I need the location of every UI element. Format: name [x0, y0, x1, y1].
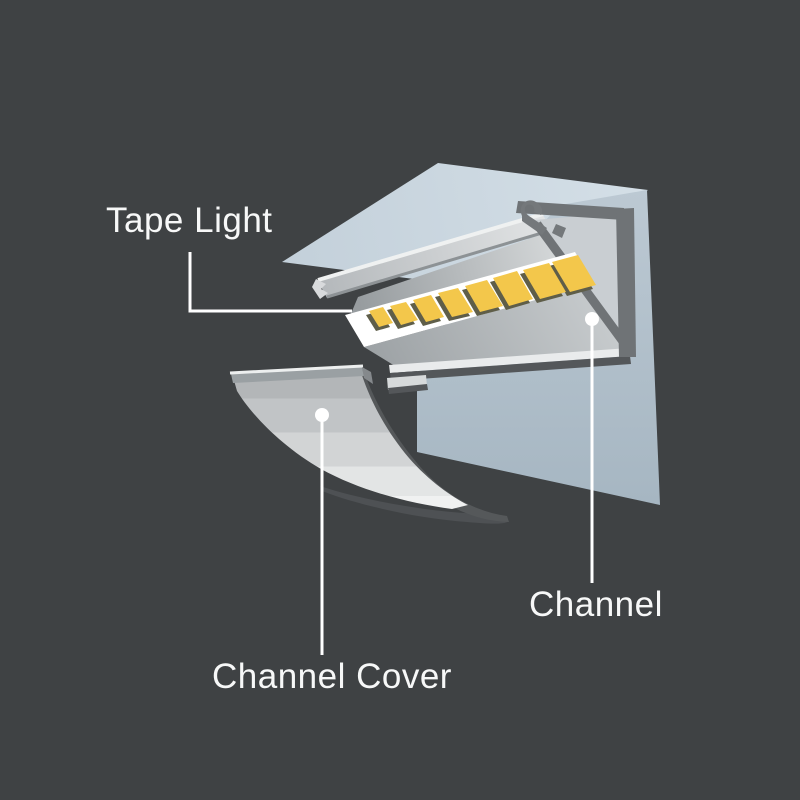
led-strip: [345, 252, 596, 347]
bracket-right-arm: [616, 208, 636, 357]
led-chip: [390, 302, 418, 325]
cover-face: [233, 369, 468, 509]
led-chip: [369, 307, 393, 327]
led-chip: [493, 271, 533, 306]
led-chips: [369, 255, 596, 327]
led-chip: [438, 288, 473, 317]
channel-cover: [229, 364, 509, 524]
cover-lip-step: [362, 367, 373, 384]
channel-body: [364, 284, 628, 366]
flange-shadow-edge: [326, 228, 553, 299]
channel-label: Channel: [529, 585, 663, 624]
led-chip: [523, 263, 566, 299]
tape-light-leader-line: [188, 252, 352, 313]
bracket-top-arm: [516, 201, 624, 220]
cover-leader-dot: [315, 408, 329, 422]
channel-interior-face: [350, 231, 575, 316]
bottom-rail: [389, 348, 630, 373]
channel-assembly: [312, 200, 636, 394]
led-chip: [465, 280, 503, 312]
flange-end-lip: [312, 279, 328, 299]
flange-highlight-edge: [317, 212, 544, 282]
ceiling-surface: [282, 163, 648, 289]
mounting-clip-notch: [552, 224, 566, 238]
cover-lip: [231, 367, 364, 383]
leader-lines: [188, 252, 594, 655]
led-chip: [413, 295, 444, 322]
channel-flange: [318, 215, 552, 298]
tape-light-label: Tape Light: [106, 201, 273, 240]
bottom-rail-shadow: [390, 356, 631, 381]
led-chip: [552, 255, 596, 292]
mounting-clip-hook: [520, 200, 547, 235]
cover-shadow: [320, 486, 509, 524]
cover-lip-highlight: [229, 364, 364, 375]
channel-cover-label: Channel Cover: [212, 657, 452, 696]
bottom-lip-shadow: [388, 384, 428, 394]
channel-leader-dot: [585, 312, 599, 326]
